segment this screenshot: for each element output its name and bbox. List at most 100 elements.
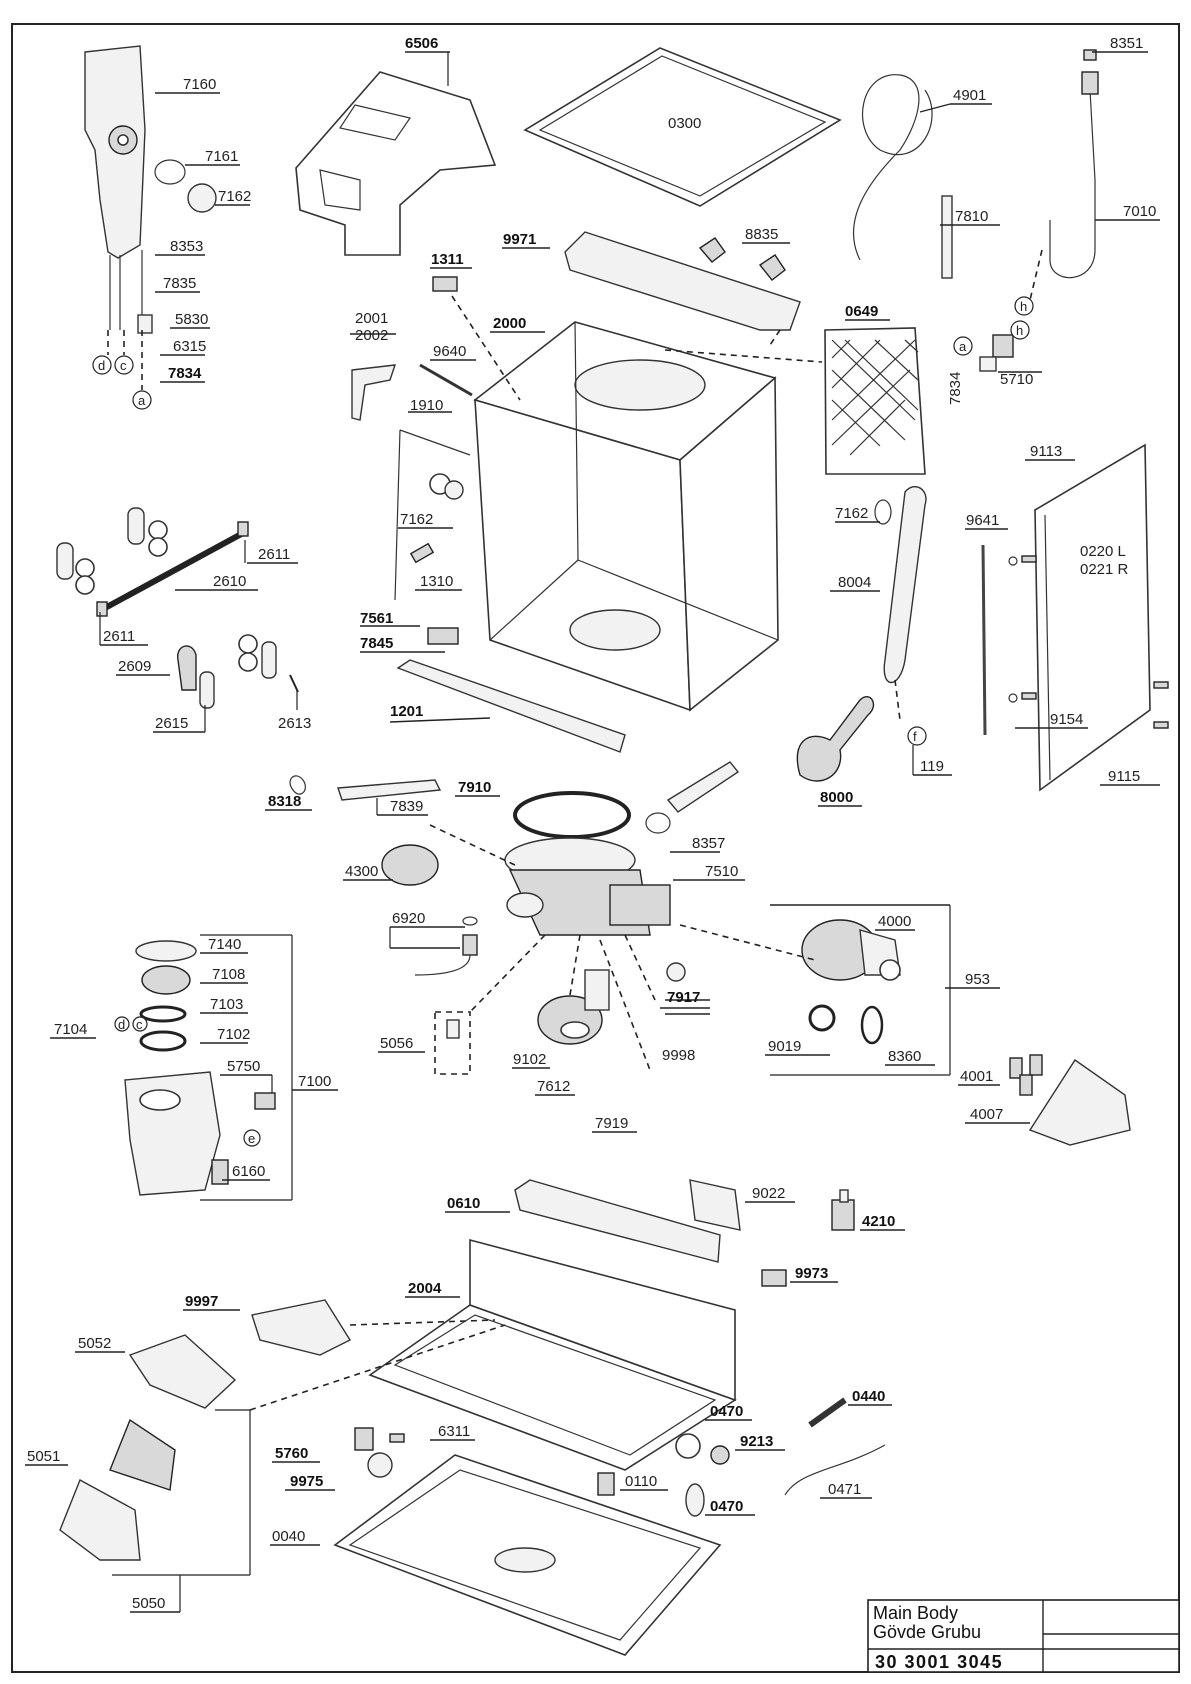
hose-fitting [1081, 71, 1099, 95]
label-0300: 0300 [668, 115, 701, 132]
label-9998: 9998 [662, 1047, 695, 1064]
label-7010: 7010 [1123, 203, 1156, 220]
label-7140: 7140 [208, 936, 241, 953]
label-2002: 2002 [355, 327, 388, 344]
label-7162-c: 7162 [835, 505, 868, 522]
label-8353: 8353 [170, 238, 203, 255]
label-9640: 9640 [433, 343, 466, 360]
label-5830: 5830 [175, 311, 208, 328]
rod-9641 [981, 544, 987, 736]
label-5710: 5710 [1000, 371, 1033, 388]
seal-ring-7161 [154, 159, 186, 185]
label-4300: 4300 [345, 863, 378, 880]
panel-0610 [514, 1179, 721, 1263]
label-7561: 7561 [360, 610, 393, 627]
brackets-2611 [56, 507, 249, 617]
label-0221-r: 0221 R [1080, 561, 1129, 578]
clip-8835-b [758, 254, 786, 281]
label-7103: 7103 [210, 996, 243, 1013]
label-8360: 8360 [888, 1048, 921, 1065]
base-frame-2004 [368, 1238, 737, 1471]
label-8351: 8351 [1110, 35, 1143, 52]
switch-9973 [761, 1269, 787, 1287]
label-4000: 4000 [878, 913, 911, 930]
label-2001: 2001 [355, 310, 388, 327]
seal-7162-c [874, 499, 892, 525]
label-6315: 6315 [173, 338, 206, 355]
label-5052: 5052 [78, 1335, 111, 1352]
label-9154: 9154 [1050, 711, 1083, 728]
label-7810: 7810 [955, 208, 988, 225]
label-5056: 5056 [380, 1035, 413, 1052]
svg-text:c: c [120, 358, 127, 373]
filter-7162-b [444, 480, 464, 500]
valve-5710 [979, 334, 1014, 372]
label-8004: 8004 [838, 574, 871, 591]
label-7612: 7612 [537, 1078, 570, 1095]
water-softener-panel [84, 45, 153, 334]
top-cover-6506 [295, 71, 497, 256]
clip-8835-a [698, 237, 726, 263]
clamp-8318 [289, 775, 306, 795]
strip-9640 [419, 363, 473, 397]
spring-0440 [808, 1397, 847, 1428]
drawing-code: 30 3001 3045 [875, 1652, 1003, 1672]
label-7834-b: 7834 [947, 372, 964, 405]
label-7108: 7108 [212, 966, 245, 983]
label-9975: 9975 [290, 1473, 323, 1490]
label-0471: 0471 [828, 1481, 861, 1498]
label-7919: 7919 [595, 1115, 628, 1132]
title-turkish: Gövde Grubu [873, 1622, 981, 1642]
label-9973: 9973 [795, 1265, 828, 1282]
label-4001: 4001 [960, 1068, 993, 1085]
drain-pump-7612 [537, 969, 610, 1045]
label-119: 119 [920, 758, 944, 775]
screw-9115-a [1153, 681, 1169, 689]
base-tray-0040 [333, 1454, 722, 1656]
hinge-parts-2609-2615 [177, 634, 299, 709]
label-2610: 2610 [213, 573, 246, 590]
sump-assembly-7510 [504, 837, 671, 936]
side-panel-0220-0221 [1034, 443, 1151, 792]
mesh-panel-0649 [824, 327, 926, 475]
pin-1310 [409, 542, 435, 564]
cable-0471 [784, 1444, 886, 1496]
label-7845: 7845 [360, 635, 393, 652]
label-0649: 0649 [845, 303, 878, 320]
label-1311: 1311 [431, 251, 464, 268]
svg-text:f: f [913, 729, 917, 744]
sheet-border [11, 23, 1180, 1673]
part-7917 [666, 962, 686, 982]
board-5051 [109, 1418, 176, 1491]
label-6311: 6311 [438, 1423, 470, 1440]
rail-9971 [564, 231, 801, 331]
strip-1201 [396, 659, 626, 753]
label-7162-b: 7162 [400, 511, 433, 528]
bracket-7561-7845 [427, 627, 459, 645]
power-cable-4901 [852, 74, 933, 261]
label-7910: 7910 [458, 779, 491, 796]
bracket-9997 [251, 1299, 352, 1356]
disc-0470-a [675, 1433, 701, 1459]
screw-9113 [1021, 555, 1037, 563]
svg-text:d: d [118, 1017, 125, 1032]
label-9115: 9115 [1108, 768, 1140, 785]
part-5056 [446, 1019, 460, 1039]
label-6920: 6920 [392, 910, 425, 927]
label-6160: 6160 [232, 1163, 265, 1180]
svg-text:h: h [1016, 323, 1023, 338]
hose-7810 [941, 195, 953, 279]
inlet-hose-7010 [1049, 89, 1096, 279]
label-5760: 5760 [275, 1445, 308, 1462]
circulation-pump-4000 [801, 919, 901, 981]
pipe-7839 [337, 779, 442, 801]
label-8318: 8318 [268, 793, 301, 810]
label-0220-l: 0220 L [1080, 543, 1126, 560]
door-seal-1910 [394, 429, 471, 601]
hose-8357 [666, 761, 740, 813]
label-8000: 8000 [820, 789, 853, 806]
label-9997: 9997 [185, 1293, 218, 1310]
svg-text:h: h [1020, 299, 1027, 314]
screw-9154 [1021, 692, 1037, 700]
label-8357: 8357 [692, 835, 725, 852]
